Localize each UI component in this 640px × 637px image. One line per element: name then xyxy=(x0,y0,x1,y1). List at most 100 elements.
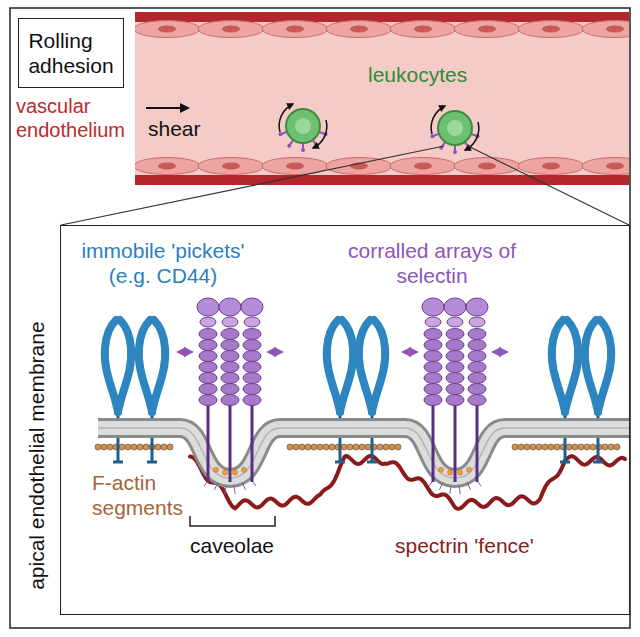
picket-foot xyxy=(593,461,603,464)
rolling-arrow xyxy=(431,106,445,134)
ligand-tip xyxy=(278,132,282,136)
selectin-egf xyxy=(244,317,260,327)
caveolin-strand xyxy=(439,482,443,490)
selectin-repeat xyxy=(199,395,217,406)
caveolae-bracket xyxy=(190,516,275,526)
selectin-repeat xyxy=(468,340,486,351)
picket-arm xyxy=(118,320,131,412)
endothelial-cell xyxy=(198,158,264,175)
cell-nucleus xyxy=(606,26,624,33)
selectin-egf xyxy=(222,317,238,327)
endothelial-cell xyxy=(390,158,456,175)
picket-arm xyxy=(552,320,565,412)
selectin-repeat xyxy=(243,340,261,351)
selectin-repeat xyxy=(424,362,442,373)
picket-label: immobile 'pickets' (e.g. CD44) xyxy=(68,238,258,288)
zoom-line xyxy=(468,146,629,225)
selectin-lectin xyxy=(197,298,219,316)
selectin-lectin xyxy=(422,298,444,316)
selectin-repeat xyxy=(243,351,261,362)
outer-frame xyxy=(10,8,630,628)
selectin-stalk xyxy=(229,404,232,482)
picket-arm xyxy=(105,320,118,412)
selectin-repeat xyxy=(446,329,464,340)
selectin-egf xyxy=(200,317,216,327)
lipid-dot xyxy=(214,467,219,472)
selectin-repeat xyxy=(468,351,486,362)
selectin-repeat xyxy=(221,362,239,373)
actin-bead xyxy=(608,444,614,450)
endothelial-cell xyxy=(135,21,200,38)
selectin-repeat xyxy=(221,384,239,395)
actin-bead xyxy=(542,444,548,450)
leukocyte xyxy=(278,104,327,152)
actin-bead xyxy=(584,444,590,450)
actin-bead xyxy=(614,444,620,450)
cell-nucleus xyxy=(542,163,560,170)
selectin-repeat xyxy=(199,329,217,340)
ligand-tip xyxy=(453,150,457,154)
actin-bead xyxy=(395,444,401,450)
actin-bead xyxy=(155,444,161,450)
endothelial-cell xyxy=(582,158,629,175)
cell-nucleus xyxy=(478,26,496,33)
actin-bead xyxy=(95,444,101,450)
lipid-dot xyxy=(242,467,247,472)
panel-heading: apical endothelial membrane xyxy=(23,322,48,591)
selectin-repeat xyxy=(424,340,442,351)
caveolin-strand xyxy=(214,482,218,490)
actin-bead xyxy=(524,444,530,450)
zoom-line xyxy=(61,146,444,225)
actin-bead xyxy=(143,444,149,450)
selectin-repeat xyxy=(221,351,239,362)
actin-bead xyxy=(572,444,578,450)
cell-nucleus xyxy=(414,163,432,170)
selectin-stalk xyxy=(251,404,254,482)
actin-bead xyxy=(602,444,608,450)
selectin-stalk xyxy=(476,404,479,482)
cell-label: leukocytes xyxy=(368,62,467,87)
flow-label: shear xyxy=(148,116,201,141)
lipid-dot xyxy=(223,470,228,475)
cell-nucleus xyxy=(222,163,240,170)
actin-bead xyxy=(167,444,173,450)
selectin-repeat xyxy=(424,351,442,362)
actin-bead xyxy=(578,444,584,450)
actin-bead xyxy=(566,444,572,450)
picket-arm xyxy=(340,320,353,412)
endothelial-cell xyxy=(326,158,392,175)
actin-label: F-actin segments xyxy=(92,470,183,520)
actin-bead xyxy=(341,444,347,450)
selectin-repeat xyxy=(199,384,217,395)
actin-bead xyxy=(317,444,323,450)
leukocyte-nucleus xyxy=(295,118,311,134)
cell-nucleus xyxy=(606,163,624,170)
endothelial-cell xyxy=(262,21,328,38)
selectin-repeat xyxy=(199,351,217,362)
actin-bead xyxy=(530,444,536,450)
selectin-repeat xyxy=(446,384,464,395)
lipid-dot xyxy=(458,470,463,475)
actin-bead xyxy=(329,444,335,450)
leukocyte-nucleus xyxy=(447,120,463,136)
endothelial-cell xyxy=(454,21,520,38)
selectin-repeat xyxy=(446,351,464,362)
shear-arrow xyxy=(146,107,188,109)
selectin-repeat xyxy=(424,329,442,340)
spectrin-label: spectrin 'fence' xyxy=(395,533,534,558)
endothelial-cell xyxy=(135,158,200,175)
actin-bead xyxy=(512,444,518,450)
selectin-repeat xyxy=(468,362,486,373)
picket-foot xyxy=(113,461,123,464)
selectin-stalk xyxy=(432,404,435,482)
selectin-repeat xyxy=(468,395,486,406)
picket-arm xyxy=(565,320,578,412)
diffusion-arrow xyxy=(403,351,417,353)
selectin-repeat xyxy=(221,329,239,340)
caveolin-strand xyxy=(467,482,471,490)
cell-nucleus xyxy=(286,26,304,33)
leukocyte-cell xyxy=(438,111,472,145)
selectin-repeat xyxy=(221,395,239,406)
selectin-repeat xyxy=(243,329,261,340)
picket-arm xyxy=(327,320,340,412)
